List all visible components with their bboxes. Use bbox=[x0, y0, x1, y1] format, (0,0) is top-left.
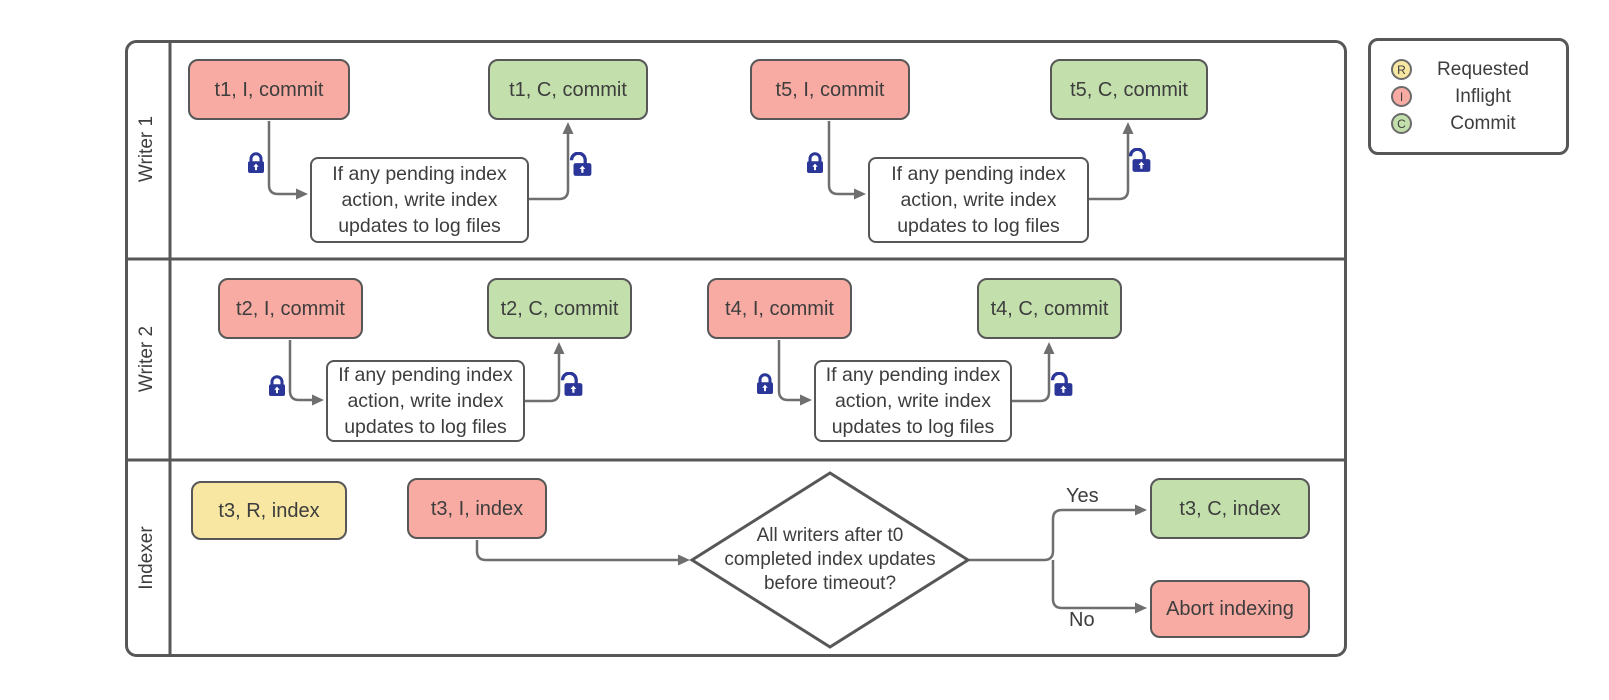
node-t4-inflight: t4, I, commit bbox=[707, 278, 852, 339]
lock-open-icon bbox=[560, 372, 584, 398]
branch-label-no: No bbox=[1069, 609, 1095, 631]
arrow-t3-inflight-to-decision bbox=[475, 540, 690, 566]
node-process-note: If any pending index action, write index… bbox=[814, 360, 1012, 442]
node-t3-commit: t3, C, index bbox=[1150, 478, 1310, 539]
note-line: If any pending index bbox=[338, 364, 513, 386]
note-line: action, write index bbox=[834, 390, 992, 412]
legend-label: Requested bbox=[1437, 58, 1529, 80]
node-t5-inflight: t5, I, commit bbox=[750, 59, 910, 120]
lane-label-writer-2: Writer 2 bbox=[136, 325, 157, 393]
node-t4-commit: t4, C, commit bbox=[977, 278, 1122, 339]
arrow-note-to-t4-commit bbox=[1012, 342, 1055, 403]
arrow-t2-inflight-to-note bbox=[288, 340, 324, 406]
node-abort-indexing: Abort indexing bbox=[1150, 580, 1310, 638]
requested-state-icon: R bbox=[1391, 59, 1412, 80]
arrow-t4-inflight-to-note bbox=[777, 340, 812, 406]
note-line: action, write index bbox=[347, 390, 504, 412]
arrow-note-to-t2-commit bbox=[525, 342, 565, 403]
arrow-note-to-t5-commit bbox=[1089, 122, 1134, 201]
node-t5-commit: t5, C, commit bbox=[1050, 59, 1208, 120]
note-line: updates to log files bbox=[831, 416, 995, 438]
inflight-state-icon: I bbox=[1391, 86, 1412, 107]
decision-diamond bbox=[689, 471, 971, 649]
arrow-note-to-t1-commit bbox=[529, 122, 574, 201]
legend-item-inflight: I Inflight bbox=[1391, 86, 1554, 108]
node-t1-commit: t1, C, commit bbox=[488, 59, 648, 120]
note-line: If any pending index bbox=[332, 163, 507, 185]
note-line: action, write index bbox=[341, 189, 498, 211]
note-line: updates to log files bbox=[344, 416, 507, 438]
commit-state-icon: C bbox=[1391, 113, 1412, 134]
node-t3-inflight: t3, I, index bbox=[407, 478, 547, 539]
branch-label-yes: Yes bbox=[1066, 485, 1099, 507]
swimlane-outer-border bbox=[125, 40, 1347, 657]
note-line: If any pending index bbox=[891, 163, 1066, 185]
node-t2-commit: t2, C, commit bbox=[487, 278, 632, 339]
node-t3-requested: t3, R, index bbox=[191, 481, 347, 540]
node-t2-inflight: t2, I, commit bbox=[218, 278, 363, 339]
arrow-t1-inflight-to-note bbox=[267, 121, 308, 200]
legend-label: Commit bbox=[1450, 112, 1516, 134]
note-line: updates to log files bbox=[897, 215, 1060, 237]
lane-label-indexer: Indexer bbox=[136, 526, 157, 590]
decision-question: All writers after t0 completed index upd… bbox=[700, 524, 960, 596]
arrow-decision-no bbox=[1051, 560, 1147, 614]
arrow-t5-inflight-to-note bbox=[827, 121, 866, 200]
lock-closed-icon bbox=[267, 375, 287, 398]
note-line: If any pending index bbox=[825, 364, 1001, 386]
lane-label-writer-1: Writer 1 bbox=[136, 115, 157, 183]
legend-item-requested: R Requested bbox=[1391, 59, 1554, 81]
lock-open-icon bbox=[1050, 372, 1074, 398]
lock-closed-icon bbox=[246, 152, 266, 175]
swimlane-frame bbox=[125, 40, 1347, 657]
node-process-note: If any pending index action, write index… bbox=[868, 157, 1089, 243]
lock-closed-icon bbox=[755, 373, 775, 396]
legend-item-commit: C Commit bbox=[1391, 113, 1554, 135]
flow-arrows bbox=[267, 121, 1147, 614]
note-line: action, write index bbox=[900, 189, 1057, 211]
node-process-note: If any pending index action, write index… bbox=[326, 360, 525, 442]
note-line: updates to log files bbox=[338, 215, 501, 237]
legend: R Requested I Inflight C Commit bbox=[1368, 38, 1569, 155]
node-t1-inflight: t1, I, commit bbox=[188, 59, 350, 120]
arrow-decision-yes bbox=[968, 504, 1147, 562]
lock-closed-icon bbox=[805, 152, 825, 175]
lock-open-icon bbox=[569, 152, 593, 178]
node-process-note: If any pending index action, write index… bbox=[310, 157, 529, 243]
lock-open-icon bbox=[1128, 148, 1152, 174]
legend-label: Inflight bbox=[1455, 85, 1511, 107]
decision-line: All writers after t0 bbox=[756, 525, 904, 546]
decision-line: before timeout? bbox=[763, 573, 897, 594]
decision-line: completed index updates bbox=[724, 549, 936, 570]
